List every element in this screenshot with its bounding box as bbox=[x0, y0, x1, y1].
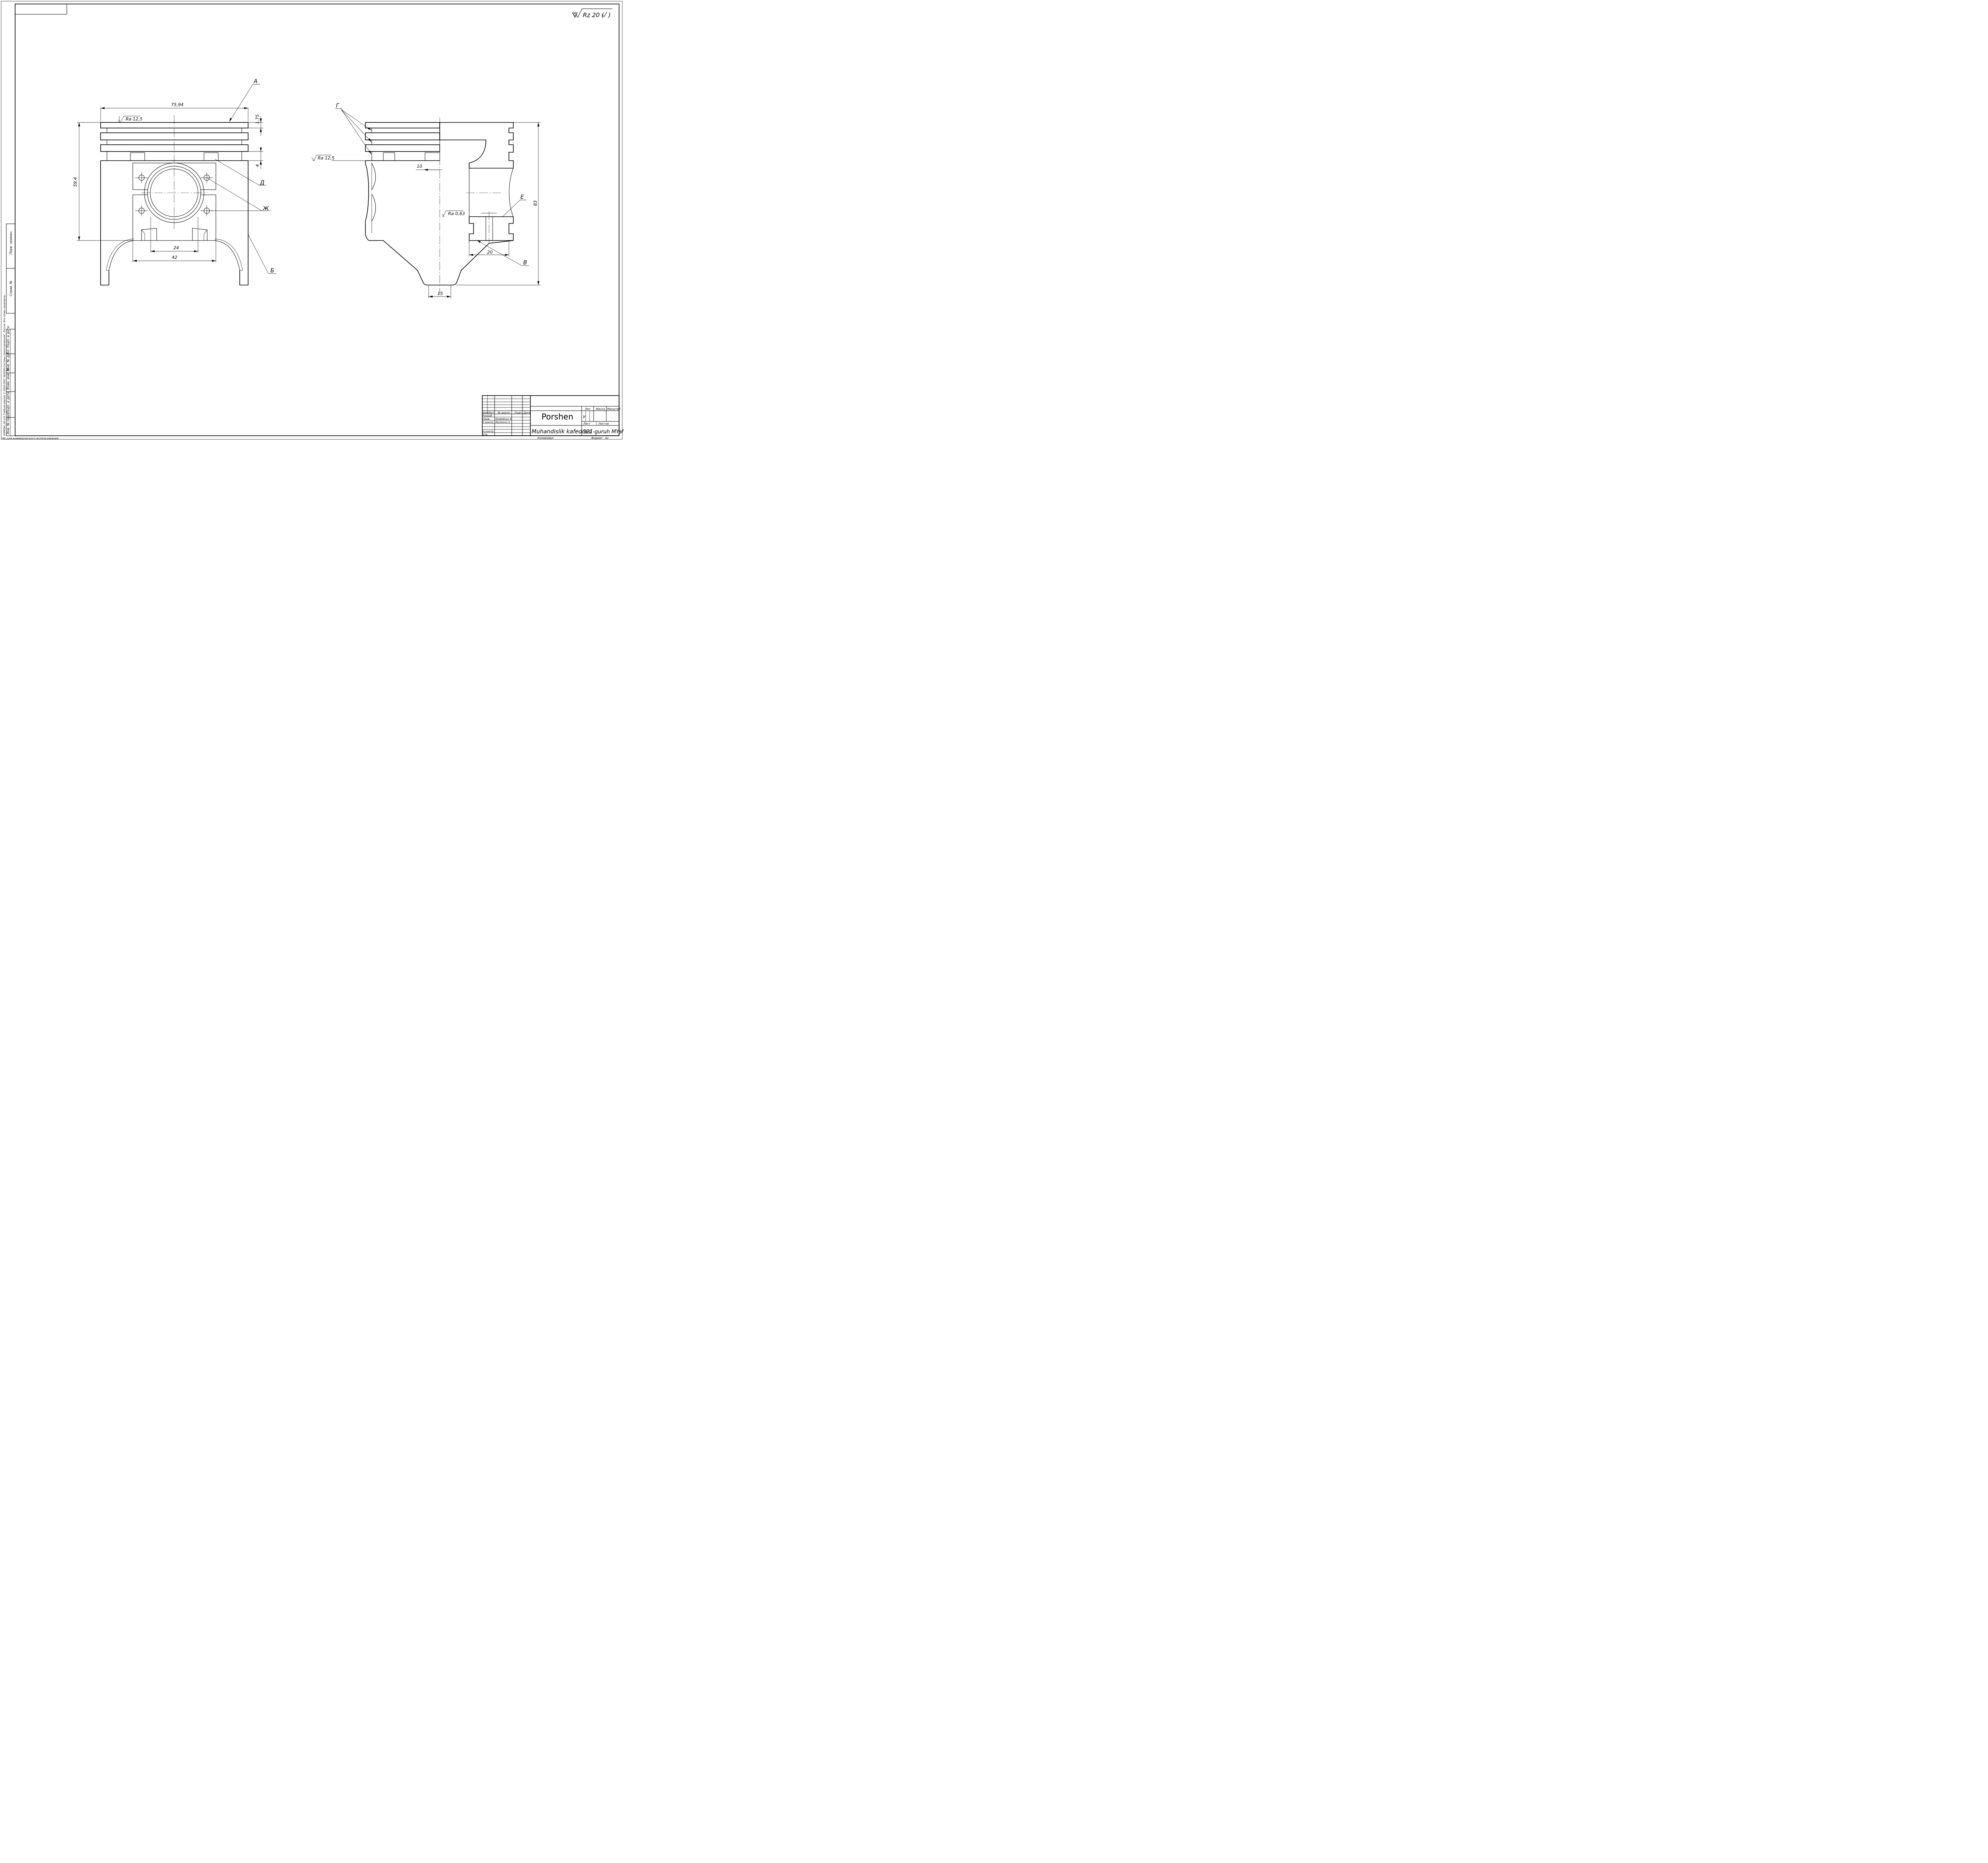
front-callouts: А Д Ж Б bbox=[206, 78, 276, 274]
tb-prov: Пров. bbox=[483, 417, 490, 421]
piston-side-view bbox=[365, 117, 514, 294]
side-callouts: Г Е В bbox=[335, 103, 529, 266]
dim-side-offset: 10 bbox=[417, 164, 422, 169]
tb-group: 321-guruh MYaMT bbox=[583, 429, 623, 435]
tb-prov-name: Shabdinov X bbox=[495, 417, 512, 421]
tb-utv: Утв. bbox=[483, 433, 488, 436]
strip-podp-data-1: Подп. и дата bbox=[6, 326, 10, 348]
tb-masshtab: Масштаб bbox=[607, 408, 621, 411]
tb-listov: Листов bbox=[598, 422, 609, 425]
inner-frame bbox=[15, 4, 619, 436]
strip-kompas: КОМПАС-3D v21 Учебная версия © 2024 ООО … bbox=[3, 294, 6, 436]
roughness-side-left: Ra 12,5 bbox=[318, 155, 334, 161]
dim-height-left: 59,4 bbox=[73, 177, 78, 187]
general-roughness-label: Rz 20 ( bbox=[583, 12, 604, 19]
dim-height-right: 83 bbox=[533, 200, 538, 206]
tb-list: Лист bbox=[583, 422, 591, 425]
callout-zh: Ж bbox=[262, 206, 269, 212]
drawing-sheet: Rz 20 ( ) bbox=[1, 1, 623, 440]
callout-a: А bbox=[253, 78, 258, 85]
strip-podp-data-2: Подп. и дата bbox=[6, 392, 10, 413]
tb-lit-value: У bbox=[583, 415, 586, 419]
tb-col-doc: № докум. bbox=[497, 411, 511, 414]
roughness-front-top: Ra 12,5 bbox=[126, 116, 142, 122]
piston-front-view bbox=[100, 115, 248, 285]
footer-copied: Копировал bbox=[538, 437, 554, 440]
callout-e: Е bbox=[520, 194, 524, 200]
svg-text:): ) bbox=[608, 12, 611, 19]
dim-land: 4 bbox=[255, 164, 260, 167]
tb-tkontr-name: Muxtarov S bbox=[495, 421, 510, 424]
outer-frame bbox=[1, 1, 623, 440]
strip-inv-dubl: Инв. № дубл. bbox=[6, 349, 10, 371]
dim-ring-groove: 1,75 bbox=[255, 114, 260, 124]
tb-tkontr: Т.контр. bbox=[483, 421, 494, 424]
tb-nkontr: Н.контр. bbox=[483, 430, 494, 433]
footer-noncommercial: Не для коммерческого использования bbox=[2, 437, 58, 440]
strip-perv-primen: Перв. примен. bbox=[9, 231, 13, 254]
callout-b: Б bbox=[270, 268, 274, 274]
tb-lit: Лит. bbox=[584, 408, 591, 411]
footer-format-value: A1 bbox=[605, 437, 609, 440]
tb-title: Porshen bbox=[542, 412, 573, 421]
callout-g: Г bbox=[336, 103, 340, 109]
footer-format-label: Формат bbox=[591, 437, 603, 440]
strip-sprav: Справ. № bbox=[9, 281, 13, 296]
left-side-strips: Перв. примен. Справ. № Подп. и дата Инв.… bbox=[3, 223, 16, 436]
side-dimensions: Ra 12,5 10 Ra 0,63 83 20 15 bbox=[311, 122, 541, 298]
tb-col-list: Лист bbox=[487, 411, 495, 414]
tb-department: Muhandislik kafedrasi bbox=[532, 429, 592, 435]
title-block: Изм. Лист № докум. Подп. Дата Разраб. Пр… bbox=[482, 395, 623, 436]
top-left-box bbox=[15, 4, 67, 15]
front-dimensions: 75,94 Ra 12,5 1,75 4 59,4 24 42 bbox=[73, 102, 263, 262]
callout-v: В bbox=[523, 260, 527, 266]
dim-boss-inner: 24 bbox=[173, 245, 179, 250]
tb-massa: Масса bbox=[596, 408, 605, 411]
dim-pin-bore: 20 bbox=[487, 250, 493, 255]
dim-skirt-bottom: 15 bbox=[437, 291, 443, 296]
tb-col-izm: Изм. bbox=[483, 411, 489, 414]
tb-col-data: Дата bbox=[523, 411, 530, 414]
tb-col-podp: Подп. bbox=[514, 411, 522, 414]
roughness-side-bore: Ra 0,63 bbox=[448, 211, 465, 216]
callout-d: Д bbox=[260, 180, 264, 186]
general-roughness-symbol: Rz 20 ( ) bbox=[572, 8, 612, 19]
tb-razrab: Разраб. bbox=[483, 414, 493, 417]
strip-vzam-inv: Взам. инв. № bbox=[6, 368, 10, 390]
strip-inv-podl: Инв. № подл. bbox=[6, 412, 10, 434]
dim-boss-outer: 42 bbox=[172, 255, 177, 260]
dim-overall-width: 75,94 bbox=[171, 102, 184, 107]
